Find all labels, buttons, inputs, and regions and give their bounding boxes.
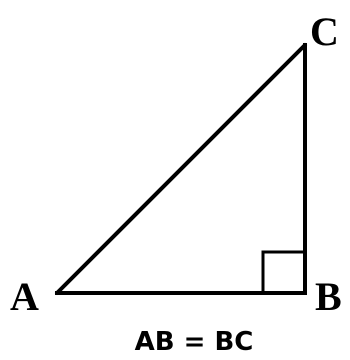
side-ac bbox=[55, 43, 307, 295]
equality-caption: AB = BC bbox=[135, 327, 254, 357]
vertex-label-a: A bbox=[10, 274, 39, 319]
vertex-label-c: C bbox=[310, 9, 339, 54]
right-angle-marker bbox=[261, 250, 305, 293]
vertex-label-b: B bbox=[315, 274, 342, 319]
